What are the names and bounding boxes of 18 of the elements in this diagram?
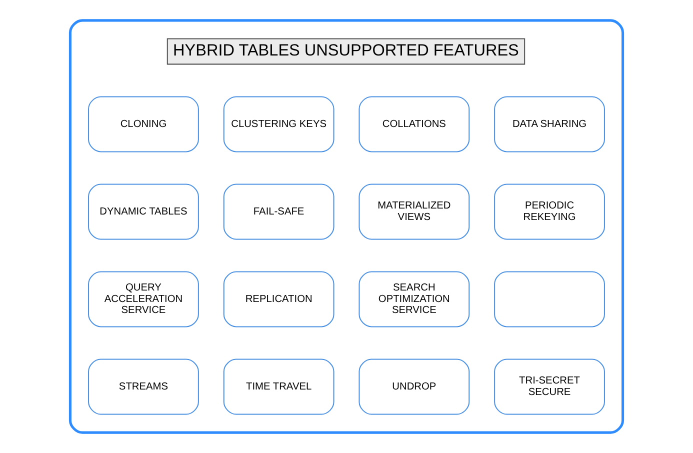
node-box: SEARCH OPTIMIZATION SERVICE: [358, 271, 470, 328]
node-box: TRI-SECRET SECURE: [494, 358, 605, 415]
node-box: DYNAMIC TABLES: [88, 184, 199, 240]
node-box: CLONING: [88, 96, 199, 152]
node-box: REPLICATION: [223, 271, 334, 328]
node-box: DATA SHARING: [494, 96, 605, 152]
node-box: UNDROP: [358, 358, 470, 415]
cluster: [68, 19, 624, 434]
node-box: TIME TRAVEL: [223, 358, 334, 415]
node-box: HYBRID TABLES UNSUPPORTED FEATURES: [166, 38, 526, 65]
node-box: COLLATIONS: [358, 96, 470, 152]
node-box: CLUSTERING KEYS: [223, 96, 334, 152]
node-box: STREAMS: [88, 358, 199, 415]
node-box: QUERY ACCELERATION SERVICE: [88, 271, 199, 328]
node-box: FAIL-SAFE: [223, 184, 334, 240]
node-box: PERIODIC REKEYING: [494, 184, 605, 240]
node-box: [494, 271, 605, 328]
node-box: MATERIALIZED VIEWS: [358, 184, 470, 240]
